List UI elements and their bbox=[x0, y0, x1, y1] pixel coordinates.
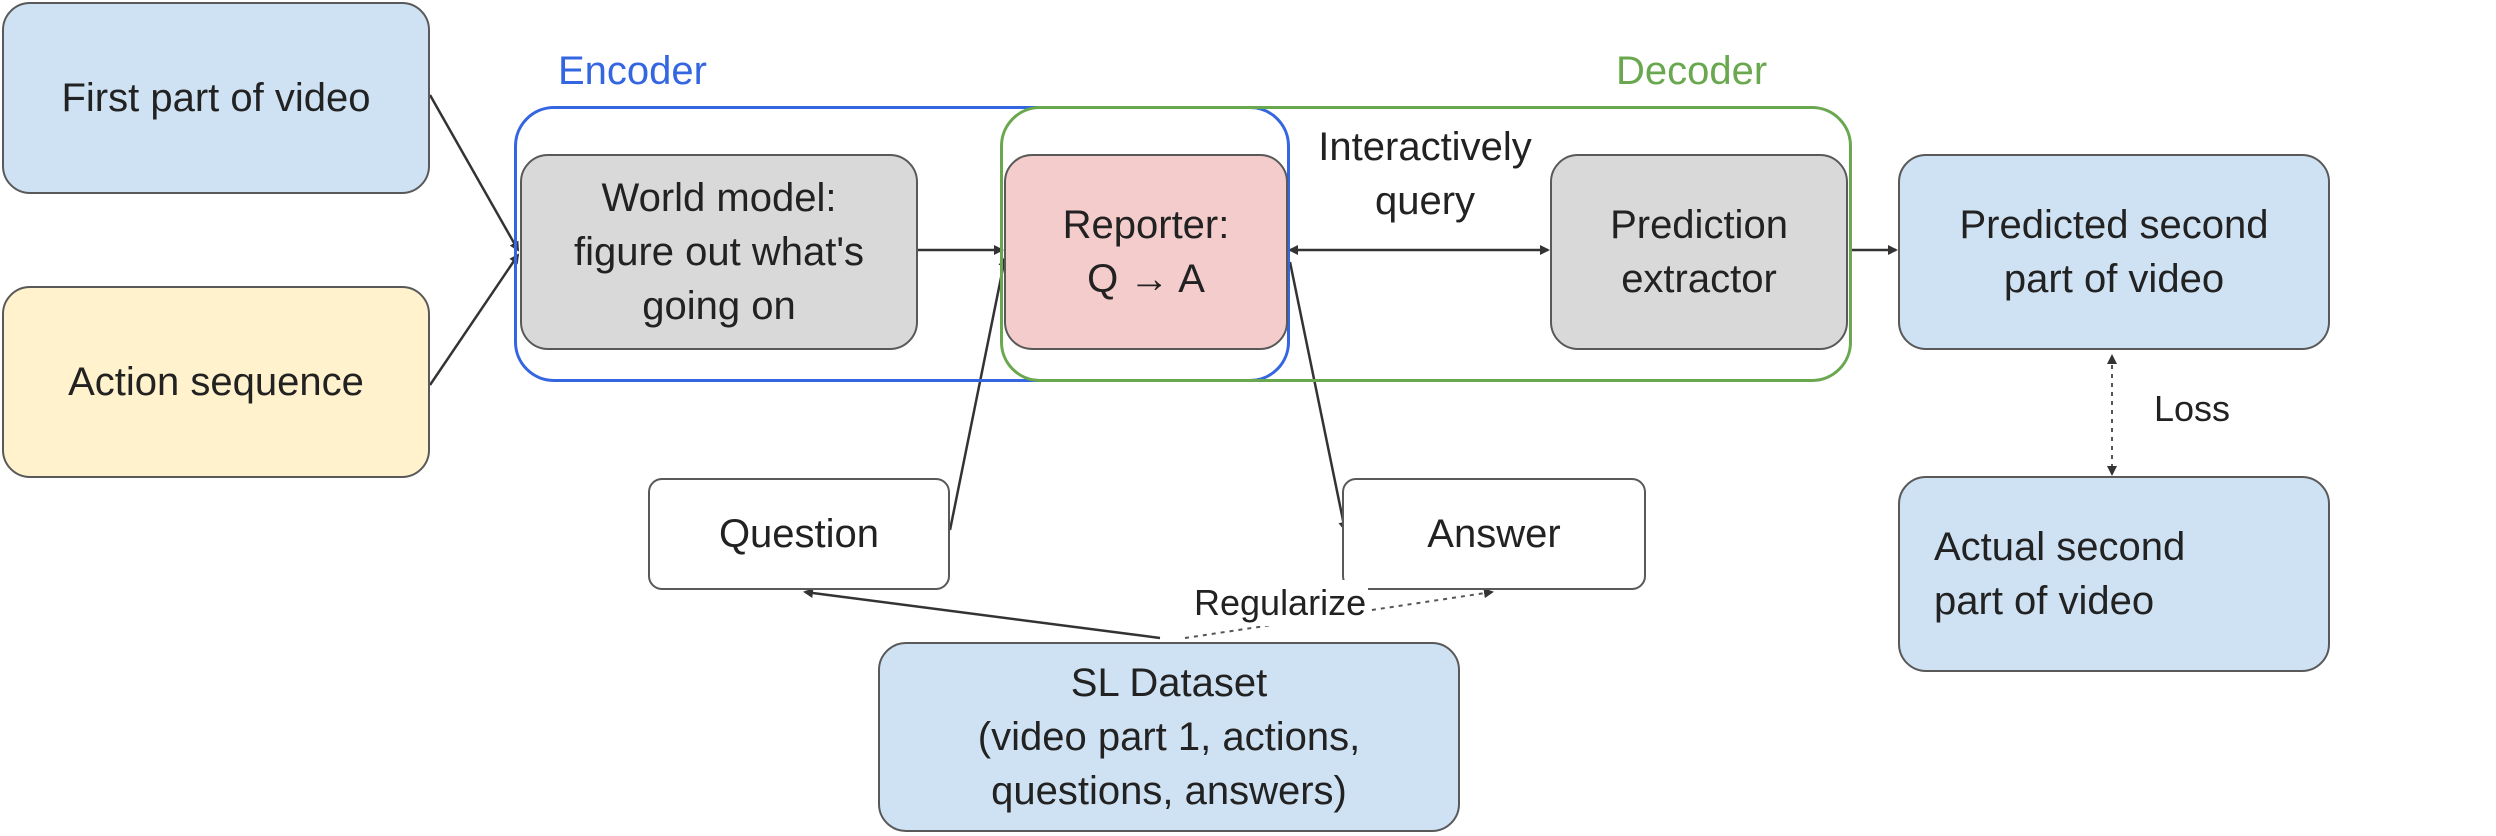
world-model-line-2: figure out what's bbox=[573, 230, 865, 274]
question-text: Question bbox=[718, 512, 880, 556]
predicted-second-part-node: Predicted second part of video bbox=[1898, 154, 2330, 350]
edge-action-to-world bbox=[428, 253, 520, 386]
prediction-extractor-node: Prediction extractor bbox=[1550, 154, 1848, 350]
world-model-line-1: World model: bbox=[601, 176, 837, 220]
edge-reporter-to-answer bbox=[1288, 261, 1349, 532]
interactively-query-label: Interactively query bbox=[1300, 120, 1550, 228]
edge-question-to-reporter bbox=[948, 256, 1009, 531]
prediction-extractor-line-1: Prediction bbox=[1610, 203, 1788, 247]
decoder-group bbox=[1000, 106, 1852, 382]
sl-dataset-node: SL Dataset (video part 1, actions, quest… bbox=[878, 642, 1460, 832]
reporter-node: Reporter: Q → A bbox=[1004, 154, 1288, 350]
answer-text: Answer bbox=[1427, 512, 1561, 556]
reporter-line-1: Reporter: bbox=[1062, 203, 1230, 247]
regularize-label: Regularize bbox=[1192, 580, 1369, 626]
question-node: Question bbox=[648, 478, 950, 590]
reporter-line-2: Q → A bbox=[1087, 257, 1205, 301]
loss-label: Loss bbox=[2154, 388, 2231, 429]
prediction-extractor-line-2: extractor bbox=[1621, 257, 1777, 301]
sl-dataset-line-1: SL Dataset bbox=[1070, 661, 1268, 705]
interactively-query-line-2: query bbox=[1374, 179, 1476, 223]
encoder-label: Encoder bbox=[558, 49, 707, 93]
actual-second-part-node: Actual second part of video bbox=[1898, 476, 2330, 672]
edge-dataset-to-question bbox=[803, 588, 1161, 640]
predicted-second-line-1: Predicted second bbox=[1959, 203, 2269, 247]
world-model-line-3: going on bbox=[642, 284, 796, 328]
edge-first-to-world bbox=[428, 94, 520, 252]
action-sequence-text: Action sequence bbox=[68, 360, 364, 404]
interactively-query-line-1: Interactively bbox=[1318, 125, 1532, 169]
answer-node: Answer bbox=[1342, 478, 1646, 590]
actual-second-line-1: Actual second bbox=[1934, 525, 2186, 569]
first-part-of-video-text: First part of video bbox=[61, 76, 371, 120]
actual-second-line-2: part of video bbox=[1934, 579, 2155, 623]
action-sequence-node: Action sequence bbox=[2, 286, 430, 478]
predicted-second-line-2: part of video bbox=[2003, 257, 2225, 301]
first-part-of-video-node: First part of video bbox=[2, 2, 430, 194]
decoder-label: Decoder bbox=[1616, 49, 1768, 93]
sl-dataset-line-2: (video part 1, actions, bbox=[977, 715, 1361, 759]
encoder-group bbox=[514, 106, 1290, 382]
world-model-node: World model: figure out what's going on bbox=[520, 154, 918, 350]
sl-dataset-line-3: questions, answers) bbox=[991, 769, 1347, 813]
